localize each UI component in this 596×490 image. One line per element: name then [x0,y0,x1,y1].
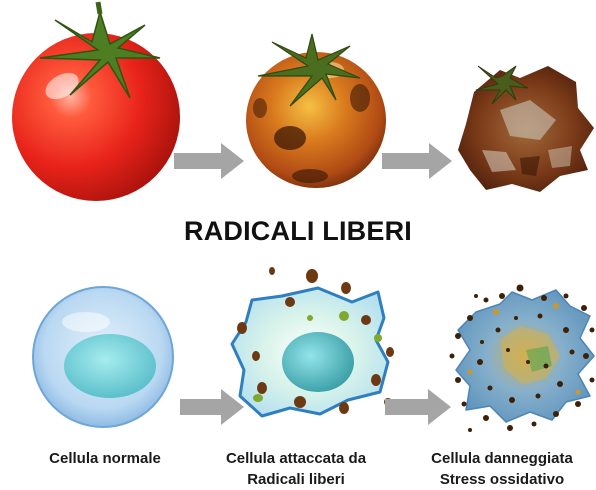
caption-damaged-cell: Cellula danneggiata Stress ossidativo [410,448,594,490]
arrow-4-icon [385,389,451,425]
arrow-2-icon [382,143,452,179]
caption-attacked-line2: Radicali liberi [198,469,394,490]
aging-tomato [246,34,386,188]
fresh-tomato [12,2,180,201]
caption-normal-line1: Cellula normale [20,448,190,469]
caption-damaged-line2: Stress ossidativo [410,469,594,490]
damaged-cell [450,285,596,433]
arrow-3-icon [180,389,244,425]
caption-damaged-line1: Cellula danneggiata [410,448,594,469]
diagram-title: RADICALI LIBERI [0,216,596,247]
caption-attacked-line1: Cellula attaccata da [198,448,394,469]
arrow-1-icon [174,143,244,179]
rotten-tomato [458,66,594,192]
normal-cell [33,287,173,427]
caption-attacked-cell: Cellula attaccata da Radicali liberi [198,448,394,490]
attacked-cell [232,267,394,416]
caption-normal-cell: Cellula normale [20,448,190,469]
